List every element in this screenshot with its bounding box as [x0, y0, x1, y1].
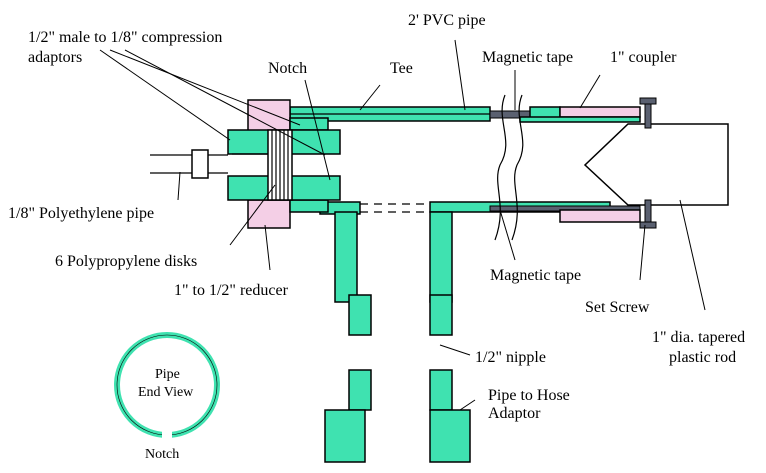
polyethylene-pipe	[150, 149, 228, 179]
label-notch-bottom: Notch	[145, 447, 179, 462]
label-magnetic-tape-bottom: Magnetic tape	[490, 267, 581, 284]
pvc-pipe-upper	[289, 106, 641, 123]
label-polyethylene-pipe: 1/8" Polyethylene pipe	[8, 205, 154, 222]
reducer-bottom	[247, 199, 329, 229]
pvc-pipe-lower	[319, 201, 641, 223]
reducer-top	[247, 99, 329, 133]
label-reducer: 1" to 1/2" reducer	[174, 282, 289, 299]
label-hose-line2: Adaptor	[488, 405, 541, 422]
label-rod-line1: 1" dia. tapered	[652, 329, 745, 346]
label-adaptors-line1: 1/2" male to 1/8" compression	[28, 29, 222, 46]
leader-lines	[99, 39, 706, 411]
set-screw-bottom	[639, 199, 657, 229]
label-pvc-pipe: 2' PVC pipe	[408, 12, 486, 29]
label-nipple: 1/2" nipple	[475, 349, 546, 366]
label-coupler: 1" coupler	[610, 49, 677, 66]
vertical-leg-right	[429, 211, 471, 463]
pipe-end-view	[114, 332, 220, 440]
label-tee: Tee	[390, 60, 413, 77]
vertical-leg-left	[324, 211, 372, 463]
tapered-plastic-rod	[583, 123, 729, 206]
label-rod-line2: plastic rod	[669, 349, 736, 366]
label-adaptors-line2: adaptors	[28, 49, 82, 66]
label-magnetic-tape-top: Magnetic tape	[482, 49, 573, 66]
label-notch-top: Notch	[268, 60, 307, 77]
label-hose-line1: Pipe to Hose	[488, 387, 570, 404]
label-set-screw: Set Screw	[585, 299, 650, 316]
label-disks: 6 Polypropylene disks	[55, 253, 197, 270]
label-end-view-line1: Pipe	[155, 367, 180, 382]
label-end-view-line2: End View	[138, 385, 194, 400]
set-screw-top	[639, 97, 657, 129]
